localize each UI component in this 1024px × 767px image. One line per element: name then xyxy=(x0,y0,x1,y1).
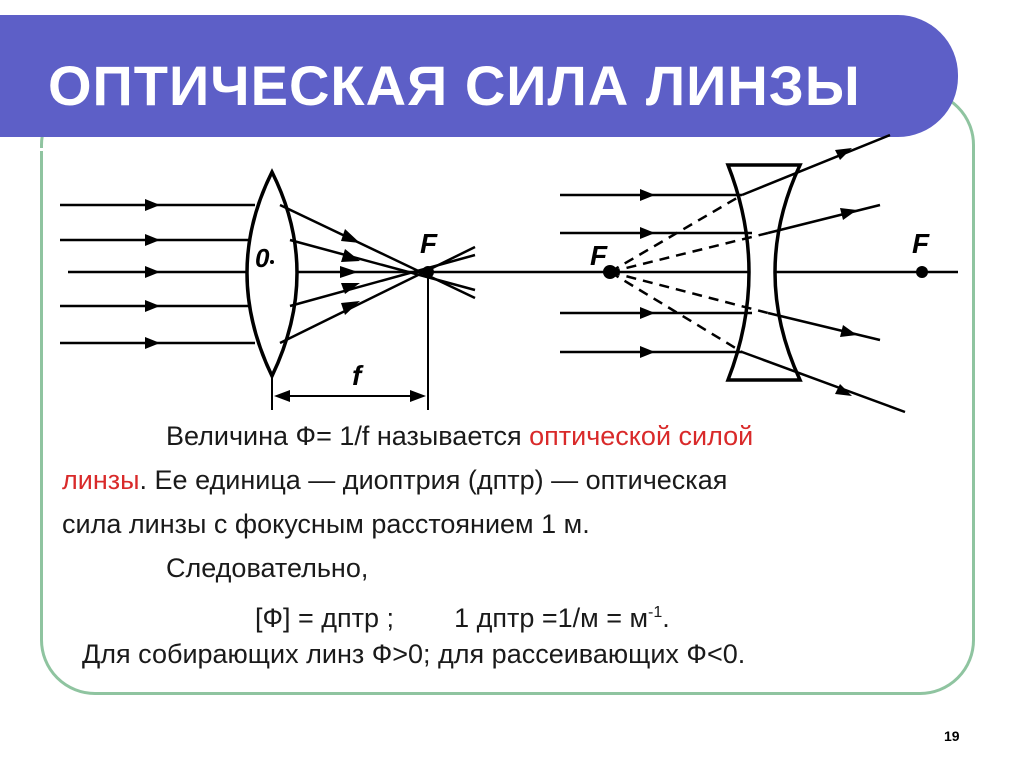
title-bar: ОПТИЧЕСКАЯ СИЛА ЛИНЗЫ xyxy=(0,15,958,151)
lens-diagram: 0 F f F F xyxy=(60,133,958,414)
ray-arrow xyxy=(145,337,160,349)
converging-center-label: 0 xyxy=(255,243,270,273)
diverged-ray xyxy=(741,133,891,197)
page-title: ОПТИЧЕСКАЯ СИЛА ЛИНЗЫ xyxy=(48,54,861,117)
ray-arrow xyxy=(145,300,160,312)
text-line-6: Для собирающих линз Ф>0; для рассеивающи… xyxy=(82,639,746,669)
text-line-5: [Ф] = дптр ;1 дптр =1/м = м-1. xyxy=(255,603,670,633)
ray-arrow xyxy=(840,208,857,220)
diverged-ray xyxy=(767,203,881,235)
ray-arrow xyxy=(145,266,160,278)
refracted-ray xyxy=(279,203,476,300)
ray-arrow xyxy=(341,283,360,294)
dimension-arrowhead xyxy=(274,390,290,402)
virtual-ray xyxy=(609,193,743,274)
diverged-ray xyxy=(767,311,881,342)
ray-arrow xyxy=(835,148,852,160)
diverging-focus-right-label: F xyxy=(912,228,930,259)
dimension-arrowhead xyxy=(410,390,426,402)
ray-arrow xyxy=(640,189,655,201)
ray-arrow xyxy=(341,249,360,262)
diverging-lens-group: F F xyxy=(560,133,958,414)
ray-arrow xyxy=(640,346,655,358)
ray-arrow xyxy=(640,227,655,239)
text-line-2: линзы. Ее единица — диоптрия (дптр) — оп… xyxy=(62,465,728,495)
refracted-ray xyxy=(279,245,476,345)
focal-length-label: f xyxy=(352,360,364,391)
text-line-1: Величина Ф= 1/f называется оптической си… xyxy=(166,421,754,451)
ray-arrow xyxy=(835,384,852,396)
page-number: 19 xyxy=(944,728,960,744)
ray-arrow xyxy=(341,229,360,243)
ray-arrow xyxy=(340,266,358,278)
highlighted-term: оптической силой xyxy=(529,421,754,451)
diverging-focus-left-label: F xyxy=(590,240,608,271)
refracted-ray xyxy=(289,253,476,308)
lens-center-point xyxy=(270,260,274,264)
diverging-lens xyxy=(725,163,803,382)
diverged-ray xyxy=(741,350,906,414)
content-frame xyxy=(40,90,975,695)
diverging-focus-left-point xyxy=(603,265,617,279)
highlighted-term: линзы xyxy=(62,465,140,495)
ray-arrow xyxy=(640,307,655,319)
refracted-ray xyxy=(289,238,476,292)
converging-focus-label: F xyxy=(420,228,438,259)
converging-lens-group: 0 F f xyxy=(60,168,615,410)
virtual-ray xyxy=(609,270,743,354)
virtual-ray xyxy=(609,270,769,315)
text-line-4: Следовательно, xyxy=(166,553,369,583)
ray-arrow xyxy=(145,234,160,246)
diverging-focus-right-point xyxy=(916,266,928,278)
virtual-ray xyxy=(609,231,769,274)
ray-arrow xyxy=(840,325,857,337)
ray-arrow xyxy=(341,301,360,315)
text-line-3: сила линзы с фокусным расстоянием 1 м. xyxy=(62,509,590,539)
title-underline xyxy=(40,148,908,151)
converging-lens xyxy=(245,168,299,381)
ray-arrow xyxy=(145,199,160,211)
